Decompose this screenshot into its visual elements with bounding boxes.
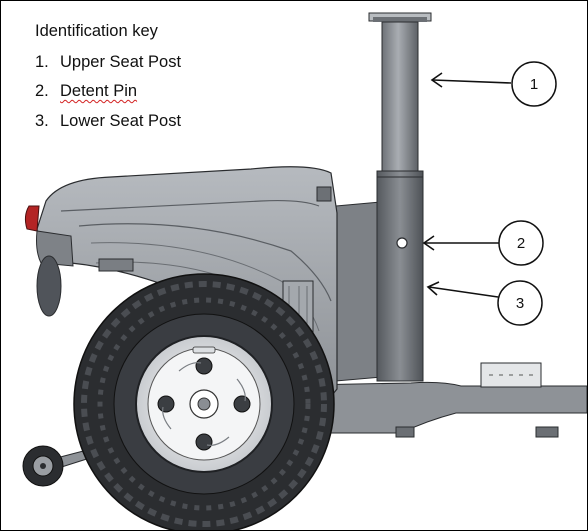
callout-circle-2: 2 xyxy=(498,220,544,266)
callout-number-2: 2 xyxy=(517,235,525,252)
key-item-number: 3. xyxy=(35,111,49,130)
key-item-upper-seat-post: 1. Upper Seat Post xyxy=(35,52,182,71)
key-item-label: Lower Seat Post xyxy=(60,111,182,130)
callout-arrow-3 xyxy=(426,281,499,298)
callout-circle-1: 1 xyxy=(511,61,557,107)
callout-arrow-1 xyxy=(430,72,512,88)
body-shroud xyxy=(24,166,338,423)
callout-arrow-2 xyxy=(422,235,499,251)
detent-pin xyxy=(396,237,408,249)
identification-key-title: Identification key xyxy=(35,22,158,40)
identification-key: Identification key 1. Upper Seat Post 2. D… xyxy=(35,23,181,142)
callout-circle-3: 3 xyxy=(497,280,543,326)
callout-number-3: 3 xyxy=(516,295,524,312)
identification-key-list: 1. Upper Seat Post 2. Detent Pin 3. Lower S… xyxy=(35,52,182,130)
lower-seat-post xyxy=(376,170,424,382)
callout-number-1: 1 xyxy=(530,76,538,93)
key-item-detent-pin: 2. Detent Pin xyxy=(35,83,181,100)
key-item-lower-seat-post: 3. Lower Seat Post xyxy=(35,111,182,130)
anti-tip-wheel xyxy=(22,445,94,487)
key-item-number: 1. xyxy=(35,52,49,71)
upper-seat-post xyxy=(368,12,432,176)
base-frame xyxy=(250,362,587,438)
key-item-number: 2. xyxy=(35,82,49,100)
key-item-label: Upper Seat Post xyxy=(60,52,182,71)
main-wheel xyxy=(73,273,335,530)
key-item-label: Detent Pin xyxy=(60,82,138,100)
